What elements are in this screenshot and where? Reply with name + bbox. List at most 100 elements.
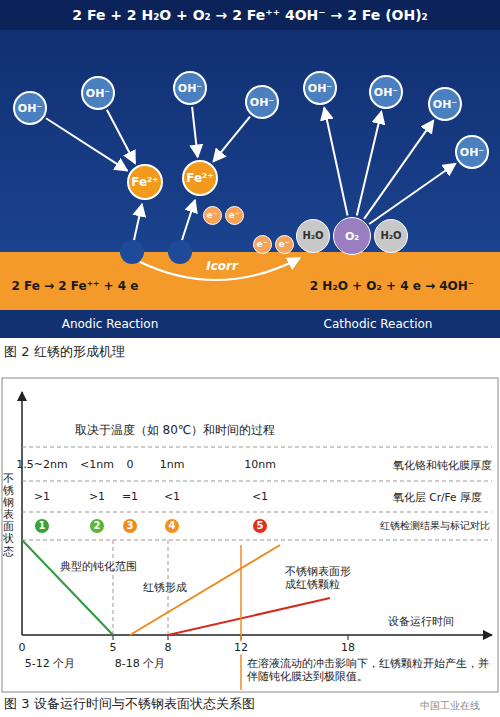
grid-lines: [22, 447, 492, 635]
ticks: [113, 635, 348, 640]
rust-particle-line: [168, 598, 330, 635]
ion-circle: OH⁻: [173, 71, 207, 105]
chart-label: 不锈钢表面形成红锈颗粒: [285, 565, 361, 591]
limit-marker: [240, 545, 242, 690]
diagram-label: 图 2 红锈的形成机理: [4, 344, 125, 360]
reaction-arrow: [107, 110, 135, 164]
node-text: 5: [257, 521, 264, 531]
chart-label: 取决于温度（如 80℃）和时间的过程: [75, 423, 276, 437]
ion-circle: OH⁻: [369, 75, 403, 109]
node-text: e⁻: [279, 240, 290, 249]
reaction-arrow: [192, 107, 198, 157]
chart-label: 5: [108, 641, 119, 654]
node-text: OH⁻: [460, 147, 484, 158]
chart-label: 氧化层 Cr/Fe 厚度: [393, 491, 482, 504]
chart-label: 典型的钝化范围: [60, 560, 137, 573]
diagram-label: Anodic Reaction: [62, 317, 159, 331]
node-text: 2: [94, 521, 101, 531]
chart-label: 氧化铬和钝化膜厚度: [393, 459, 492, 472]
node-text: OH⁻: [250, 97, 274, 108]
chart-label: 图 3 设备运行时间与不锈钢表面状态关系图: [4, 696, 255, 712]
diagram-label: 2 H₂O + O₂ + 4 e → 4OH⁻: [310, 279, 474, 293]
chart-label: 中国工业在线: [420, 700, 480, 712]
ion-circle: O₂: [333, 217, 371, 255]
marker-circle: 5: [252, 518, 268, 534]
marker-circle: 2: [89, 518, 105, 534]
node-text: e⁻: [207, 211, 218, 220]
chart-label: 10nm: [244, 458, 276, 471]
chart-label: <1nm: [80, 458, 114, 471]
ion-circle: OH⁻: [455, 135, 489, 169]
current-arrow: [140, 258, 300, 280]
chart-label: <1: [252, 490, 268, 503]
node-text: 3: [127, 521, 134, 531]
passivation-line: [22, 540, 113, 635]
reaction-arrow: [369, 163, 455, 223]
reaction-band: [0, 310, 500, 338]
node-text: H₂O: [380, 231, 401, 241]
node-text: e⁻: [229, 211, 240, 220]
chart-label: >1: [89, 490, 105, 503]
chart-frame: [2, 378, 498, 692]
panel-background: [0, 0, 500, 338]
chart-label: 5-12 个月: [25, 657, 75, 670]
metal-bar: [0, 252, 500, 310]
node-text: OH⁻: [18, 103, 42, 114]
diagram-label: Icorr: [206, 259, 238, 273]
ion-circle: e⁻: [275, 235, 294, 254]
diagram-label: 不锈钢表面状态: [3, 473, 14, 558]
ion-circle: OH⁻: [245, 85, 279, 119]
node-text: e⁻: [257, 240, 268, 249]
ion-circle: H₂O: [374, 219, 408, 253]
chart-label: >1: [34, 490, 50, 503]
node-text: OH⁻: [374, 87, 398, 98]
marker-circle: 3: [122, 518, 138, 534]
diagram-label: Cathodic Reaction: [324, 317, 433, 331]
x-axis: [22, 634, 492, 636]
reaction-arrow: [324, 108, 347, 216]
node-text: H₂O: [302, 231, 323, 241]
node-text: 4: [169, 521, 176, 531]
ion-circle: e⁻: [225, 206, 244, 225]
diagram-label: 2 Fe + 2 H₂O + O₂ → 2 Fe⁺⁺ 4OH⁻ → 2 Fe (…: [72, 7, 427, 24]
rust-formation-line: [130, 545, 280, 635]
chart-label: <1: [164, 490, 180, 503]
corrosion-pit: [120, 240, 144, 264]
node-text: OH⁻: [178, 83, 202, 94]
chart-label: 在溶液流动的冲击影响下，红锈颗粒开始产生，并伴随钝化膜达到极限值。: [247, 657, 493, 682]
node-text: 1: [39, 521, 46, 531]
chart-label: 设备运行时间: [388, 615, 454, 628]
chart-label: 1nm: [160, 458, 185, 471]
chart-label: 8-18 个月: [115, 657, 165, 670]
node-text: OH⁻: [86, 88, 110, 99]
ion-arrow: [182, 200, 195, 240]
ion-circle: Fe²⁺: [182, 160, 218, 196]
chart-label: 12: [232, 641, 250, 654]
ion-circle: OH⁻: [303, 71, 337, 105]
ion-circle: e⁻: [253, 235, 272, 254]
chart-label: 红锈检测结果与标记对比: [380, 520, 490, 532]
chart-label: 1.5~2nm: [16, 458, 67, 471]
marker-circle: 1: [34, 518, 50, 534]
node-text: Fe²⁺: [131, 176, 158, 188]
chart-label: 0: [17, 641, 28, 654]
reaction-arrow: [213, 117, 250, 162]
ion-circle: OH⁻: [81, 76, 115, 110]
ion-circle: H₂O: [296, 219, 330, 253]
y-axis: [21, 392, 23, 635]
chart-label: 8: [163, 641, 174, 654]
marker-circle: 4: [164, 518, 180, 534]
ion-arrow: [134, 204, 142, 240]
ion-circle: OH⁻: [428, 87, 462, 121]
chart-label: 18: [339, 641, 357, 654]
chart-label: 0: [127, 458, 134, 471]
ion-circle: e⁻: [203, 206, 222, 225]
corrosion-pit: [168, 240, 192, 264]
ion-circle: Fe²⁺: [127, 164, 163, 200]
diagram-label: 2 Fe → 2 Fe⁺⁺ + 4 e: [12, 279, 139, 293]
node-text: O₂: [345, 231, 359, 242]
chart-label: =1: [122, 490, 138, 503]
chart-label: 红锈形成: [143, 581, 187, 594]
ion-circle: OH⁻: [13, 91, 47, 125]
